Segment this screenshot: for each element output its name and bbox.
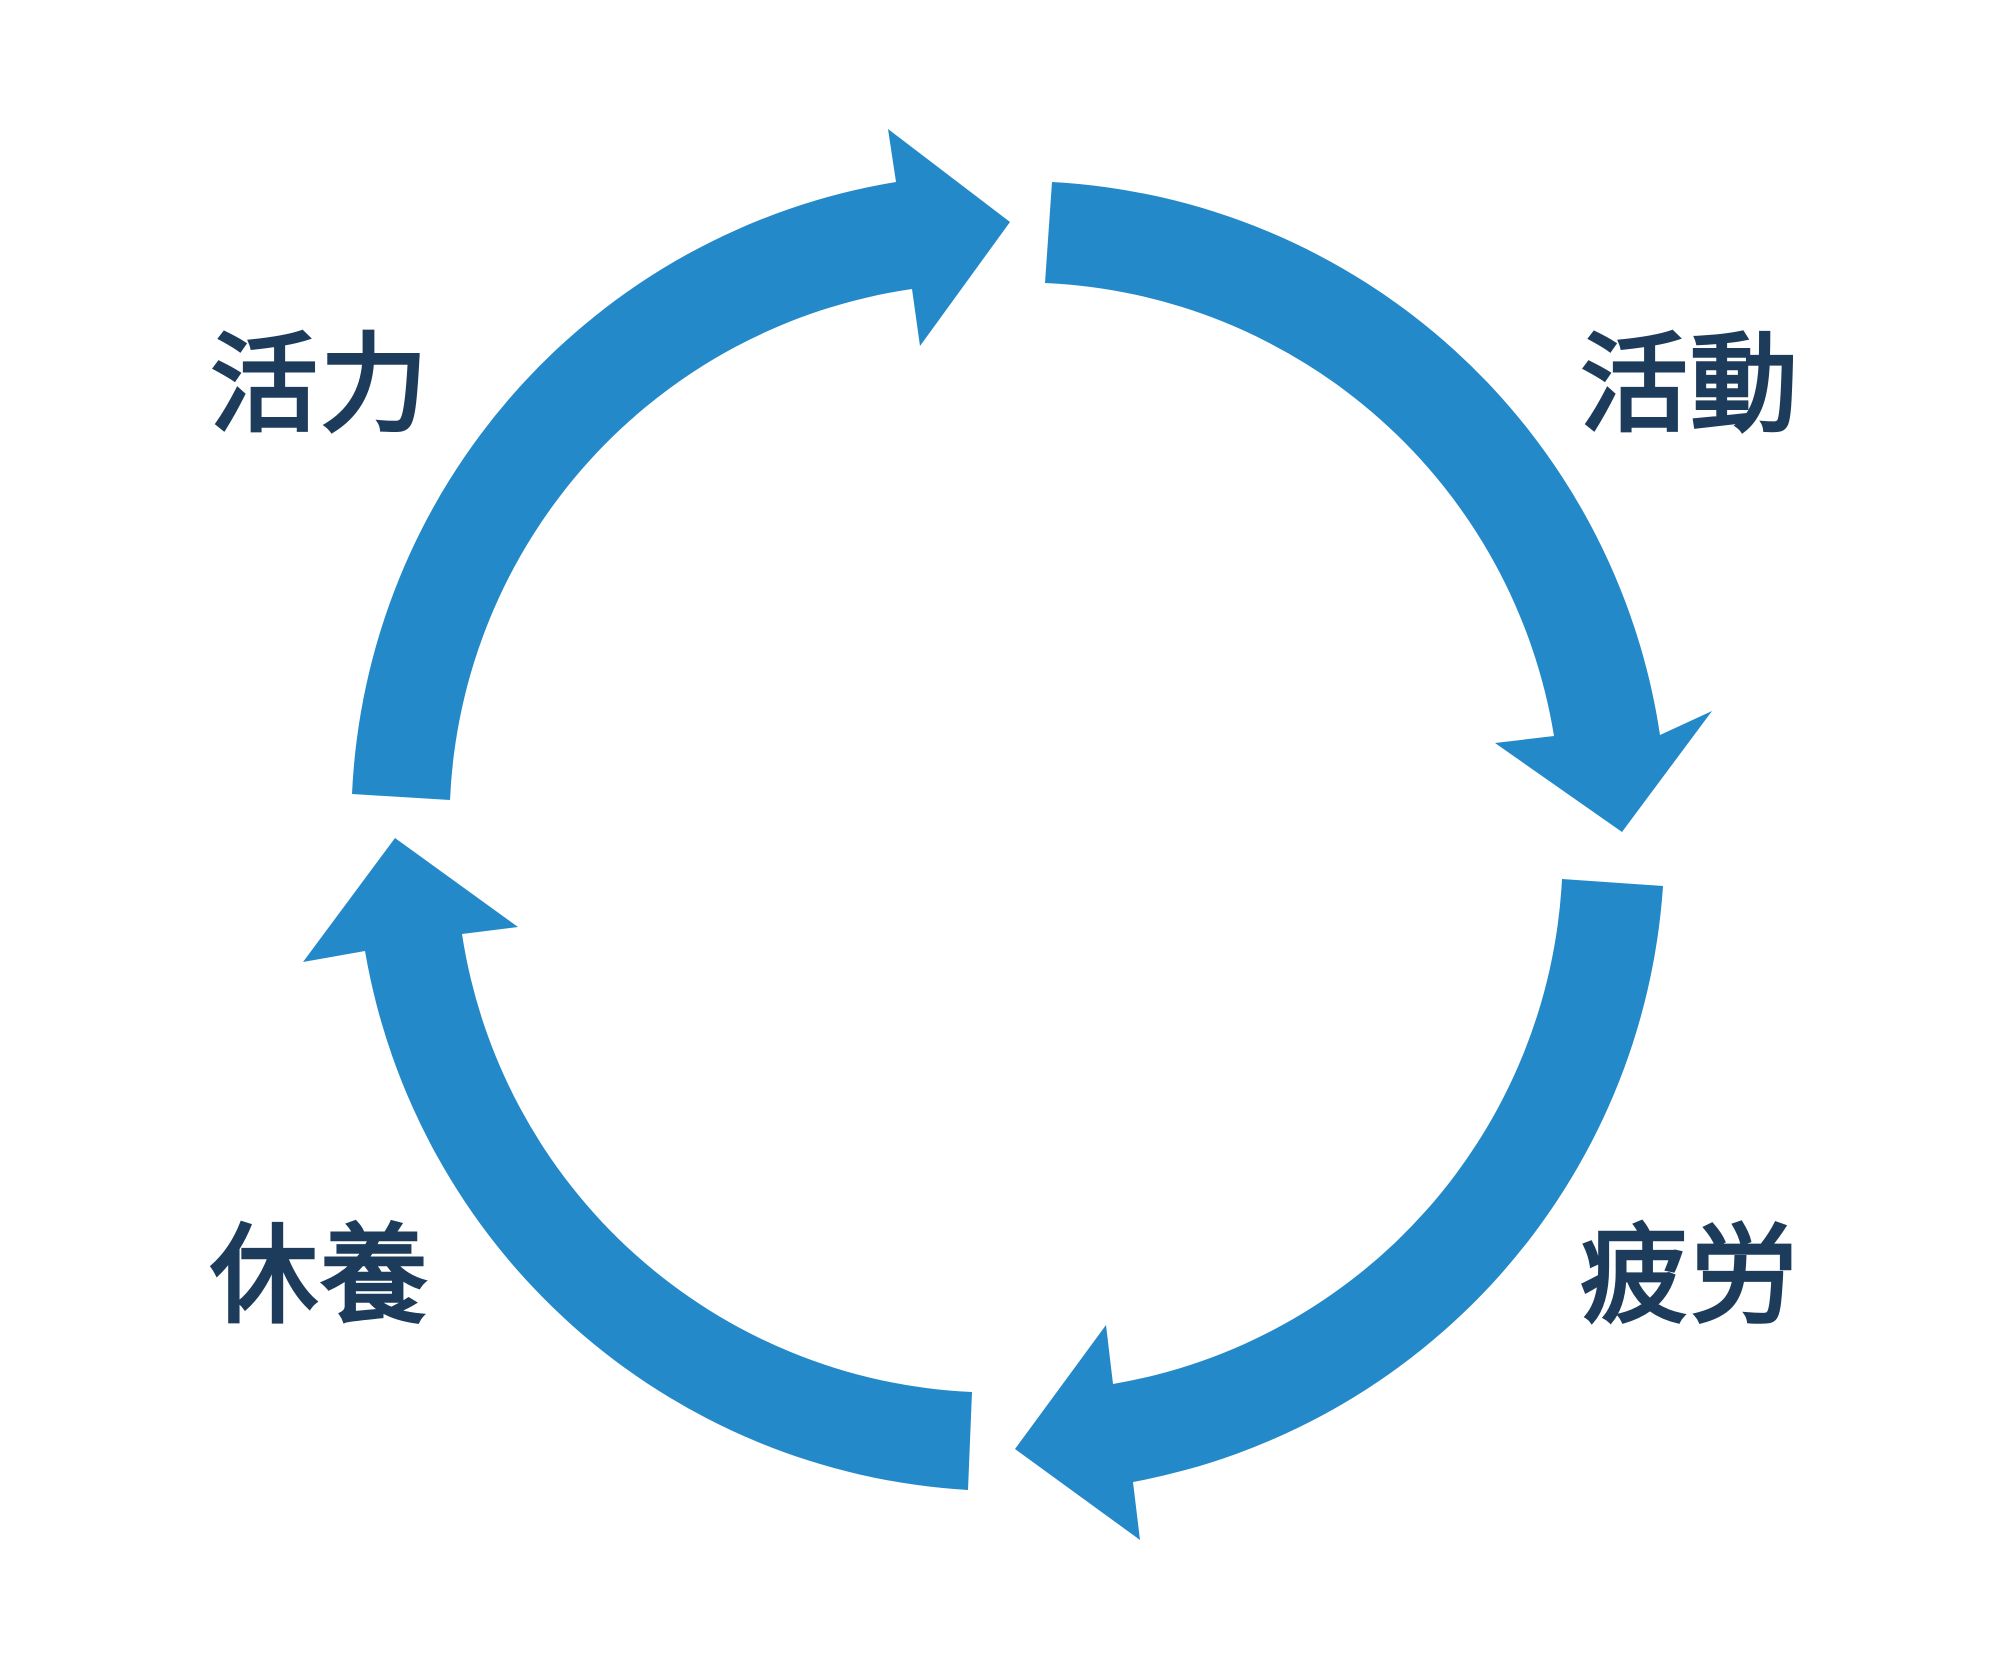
arrows-group (303, 129, 1712, 1540)
stage-label-kyuuyou: 休養 (209, 1214, 430, 1339)
stage-label-katsuryoku: 活力 (210, 323, 430, 448)
arrow-katsudou-to-hirou (1045, 182, 1712, 832)
arrow-kyuuyou-to-katsuryoku (303, 838, 972, 1490)
stage-label-katsudou: 活動 (1580, 323, 1800, 448)
stage-label-hirou: 疲労 (1580, 1214, 1800, 1339)
arrow-katsuryoku-to-katsudou (352, 129, 1010, 800)
arrow-hirou-to-kyuuyou (1015, 879, 1663, 1540)
